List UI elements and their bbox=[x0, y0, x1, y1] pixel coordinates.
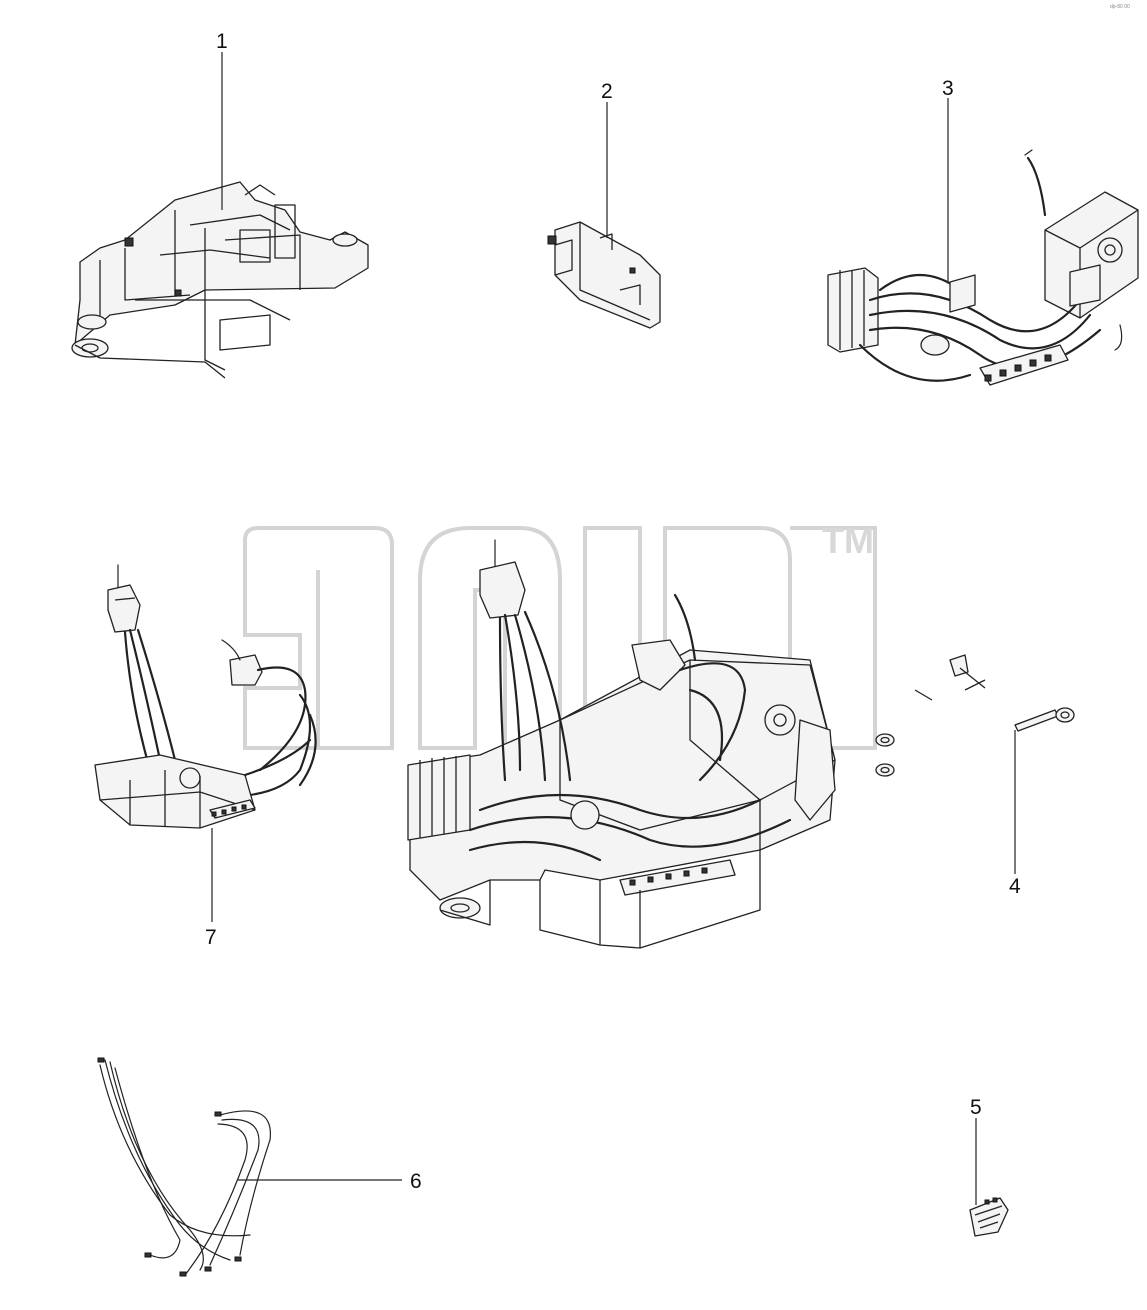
central-assembly bbox=[407, 539, 836, 949]
brand-watermark: TM bbox=[243, 520, 877, 750]
part-3-control-assembly bbox=[827, 149, 1139, 386]
callout-4: 4 bbox=[1009, 875, 1021, 898]
callout-1: 1 bbox=[216, 30, 228, 53]
part-1-frame bbox=[71, 181, 369, 379]
trademark-mark: TM bbox=[822, 520, 874, 561]
part-7-joystick-harness bbox=[94, 564, 317, 829]
part-4-small-parts bbox=[875, 654, 1075, 777]
part-5-clip bbox=[969, 1197, 1009, 1237]
callout-6: 6 bbox=[410, 1170, 422, 1193]
part-2-bracket bbox=[547, 221, 661, 329]
part-6-hose-bundle bbox=[97, 1057, 271, 1277]
callout-3: 3 bbox=[942, 77, 954, 100]
callout-labels: 1 2 3 4 5 6 7 bbox=[205, 30, 1021, 1193]
callout-7: 7 bbox=[205, 926, 217, 949]
corner-code: dp-80 00 bbox=[1110, 4, 1130, 10]
callout-2: 2 bbox=[601, 80, 613, 103]
callout-5: 5 bbox=[970, 1096, 982, 1119]
callout-leaders bbox=[211, 52, 1016, 1205]
